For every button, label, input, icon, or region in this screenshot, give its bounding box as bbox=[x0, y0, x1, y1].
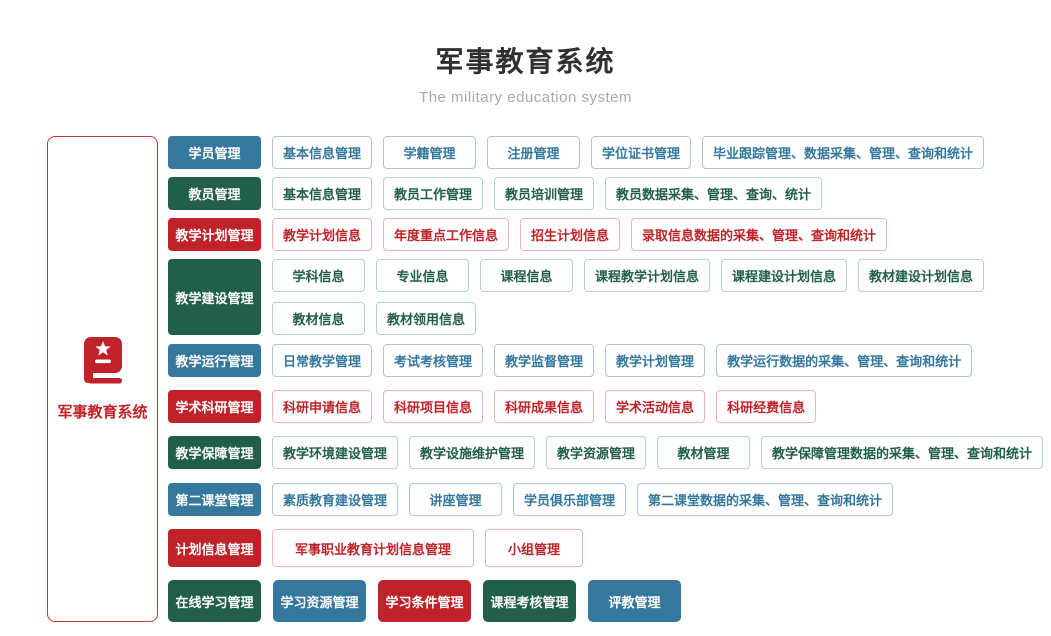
sub-item[interactable]: 科研申请信息 bbox=[272, 390, 373, 423]
sub-item[interactable]: 课程建设计划信息 bbox=[721, 259, 848, 292]
sub-item[interactable]: 教员工作管理 bbox=[383, 177, 484, 210]
sub-item[interactable]: 科研成果信息 bbox=[494, 390, 595, 423]
system-root-node[interactable]: 军事教育系统 bbox=[47, 136, 158, 622]
sub-item[interactable]: 教员数据采集、管理、查询、统计 bbox=[605, 177, 823, 210]
sub-item[interactable]: 教学资源管理 bbox=[546, 436, 647, 469]
sub-item[interactable]: 基本信息管理 bbox=[272, 177, 373, 210]
sub-item[interactable]: 教学设施维护管理 bbox=[409, 436, 536, 469]
row-academic-research-management: 学术科研管理 科研申请信息 科研项目信息 科研成果信息 学术活动信息 科研经费信… bbox=[168, 390, 1051, 423]
row-teaching-construction-management: 教学建设管理 学科信息 专业信息 课程信息 课程教学计划信息 课程建设计划信息 … bbox=[168, 259, 1051, 335]
sub-item[interactable]: 基本信息管理 bbox=[272, 136, 373, 169]
module-tree: 学员管理 基本信息管理 学籍管理 注册管理 学位证书管理 毕业跟踪管理、数据采集… bbox=[168, 136, 1051, 622]
sub-item[interactable]: 科研项目信息 bbox=[383, 390, 484, 423]
sub-item[interactable]: 教员培训管理 bbox=[494, 177, 595, 210]
sub-item[interactable]: 学科信息 bbox=[272, 259, 365, 292]
page-header: 军事教育系统 The military education system bbox=[0, 0, 1051, 106]
sub-item[interactable]: 讲座管理 bbox=[409, 483, 503, 516]
sub-item[interactable]: 军事职业教育计划信息管理 bbox=[272, 529, 475, 567]
sub-item[interactable]: 教学监督管理 bbox=[494, 344, 595, 377]
category-teaching-construction-management[interactable]: 教学建设管理 bbox=[168, 259, 261, 335]
sub-item[interactable]: 录取信息数据的采集、管理、查询和统计 bbox=[631, 218, 888, 251]
category-academic-research-management[interactable]: 学术科研管理 bbox=[168, 390, 261, 423]
category-online-learning-management[interactable]: 在线学习管理 bbox=[168, 580, 261, 622]
sub-item[interactable]: 年度重点工作信息 bbox=[383, 218, 510, 251]
row-student-management: 学员管理 基本信息管理 学籍管理 注册管理 学位证书管理 毕业跟踪管理、数据采集… bbox=[168, 136, 1051, 169]
root-label: 军事教育系统 bbox=[57, 404, 148, 421]
construction-line-2: 教材信息 教材领用信息 bbox=[272, 302, 984, 335]
sub-item[interactable]: 学员俱乐部管理 bbox=[513, 483, 627, 516]
sub-item[interactable]: 注册管理 bbox=[487, 136, 581, 169]
row-online-learning-management: 在线学习管理 学习资源管理 学习条件管理 课程考核管理 评教管理 bbox=[168, 580, 1051, 622]
sub-item[interactable]: 科研经费信息 bbox=[716, 390, 817, 423]
sub-item[interactable]: 课程教学计划信息 bbox=[584, 259, 711, 292]
sub-item[interactable]: 教学计划管理 bbox=[605, 344, 706, 377]
sub-item[interactable]: 招生计划信息 bbox=[520, 218, 621, 251]
row-faculty-management: 教员管理 基本信息管理 教员工作管理 教员培训管理 教员数据采集、管理、查询、统… bbox=[168, 177, 1051, 210]
sub-item[interactable]: 教学计划信息 bbox=[272, 218, 373, 251]
construction-line-1: 学科信息 专业信息 课程信息 课程教学计划信息 课程建设计划信息 教材建设计划信… bbox=[272, 259, 985, 292]
sub-item[interactable]: 学位证书管理 bbox=[591, 136, 692, 169]
sub-item[interactable]: 教学环境建设管理 bbox=[272, 436, 399, 469]
construction-sub-lines: 学科信息 专业信息 课程信息 课程教学计划信息 课程建设计划信息 教材建设计划信… bbox=[272, 259, 985, 335]
page-title: 军事教育系统 bbox=[435, 46, 616, 77]
page-subtitle: The military education system bbox=[419, 89, 632, 106]
sub-item[interactable]: 学籍管理 bbox=[383, 136, 477, 169]
sub-item[interactable]: 学习资源管理 bbox=[273, 580, 366, 622]
sub-item[interactable]: 教材管理 bbox=[657, 436, 751, 469]
sub-item[interactable]: 考试考核管理 bbox=[383, 344, 484, 377]
row-teaching-operation-management: 教学运行管理 日常教学管理 考试考核管理 教学监督管理 教学计划管理 教学运行数… bbox=[168, 344, 1051, 377]
row-second-classroom-management: 第二课堂管理 素质教育建设管理 讲座管理 学员俱乐部管理 第二课堂数据的采集、管… bbox=[168, 483, 1051, 516]
sub-item[interactable]: 毕业跟踪管理、数据采集、管理、查询和统计 bbox=[702, 136, 985, 169]
diagram: 军事教育系统 学员管理 基本信息管理 学籍管理 注册管理 学位证书管理 毕业跟踪… bbox=[0, 136, 1051, 622]
category-teaching-operation-management[interactable]: 教学运行管理 bbox=[168, 344, 261, 377]
sub-item[interactable]: 学术活动信息 bbox=[605, 390, 706, 423]
sub-item[interactable]: 教学运行数据的采集、管理、查询和统计 bbox=[716, 344, 973, 377]
sub-item[interactable]: 日常教学管理 bbox=[272, 344, 373, 377]
sub-item[interactable]: 素质教育建设管理 bbox=[272, 483, 399, 516]
sub-item[interactable]: 课程考核管理 bbox=[483, 580, 576, 622]
row-teaching-support-management: 教学保障管理 教学环境建设管理 教学设施维护管理 教学资源管理 教材管理 教学保… bbox=[168, 436, 1051, 469]
row-plan-information-management: 计划信息管理 军事职业教育计划信息管理 小组管理 bbox=[168, 529, 1051, 567]
category-student-management[interactable]: 学员管理 bbox=[168, 136, 261, 169]
sub-item[interactable]: 评教管理 bbox=[588, 580, 681, 622]
sub-item[interactable]: 教学保障管理数据的采集、管理、查询和统计 bbox=[761, 436, 1044, 469]
sub-item[interactable]: 教材领用信息 bbox=[376, 302, 477, 335]
sub-item[interactable]: 教材建设计划信息 bbox=[858, 259, 985, 292]
category-faculty-management[interactable]: 教员管理 bbox=[168, 177, 261, 210]
sub-item[interactable]: 课程信息 bbox=[480, 259, 573, 292]
row-teaching-plan-management: 教学计划管理 教学计划信息 年度重点工作信息 招生计划信息 录取信息数据的采集、… bbox=[168, 218, 1051, 251]
category-teaching-support-management[interactable]: 教学保障管理 bbox=[168, 436, 261, 469]
sub-item[interactable]: 教材信息 bbox=[272, 302, 365, 335]
sub-item[interactable]: 小组管理 bbox=[485, 529, 584, 567]
red-book-star-icon bbox=[79, 336, 127, 391]
category-second-classroom-management[interactable]: 第二课堂管理 bbox=[168, 483, 261, 516]
category-plan-information-management[interactable]: 计划信息管理 bbox=[168, 529, 261, 567]
sub-item[interactable]: 专业信息 bbox=[376, 259, 469, 292]
sub-item[interactable]: 第二课堂数据的采集、管理、查询和统计 bbox=[637, 483, 894, 516]
category-teaching-plan-management[interactable]: 教学计划管理 bbox=[168, 218, 261, 251]
sub-item[interactable]: 学习条件管理 bbox=[378, 580, 471, 622]
